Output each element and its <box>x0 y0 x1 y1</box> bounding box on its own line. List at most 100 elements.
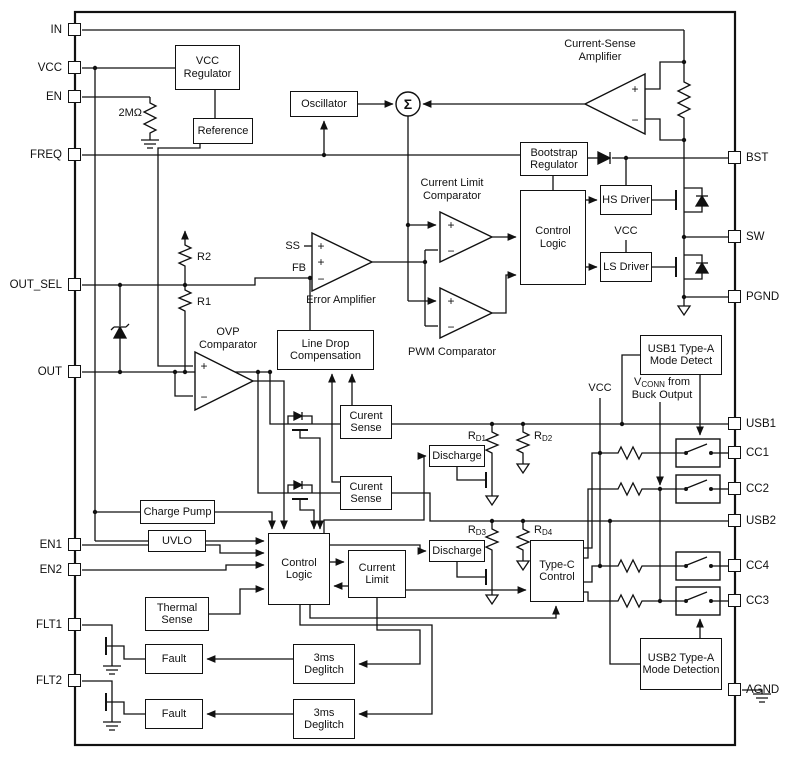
summing-node <box>395 91 421 117</box>
pin-square-vcc <box>68 61 81 74</box>
ls-body-diode <box>694 261 710 274</box>
pin-square-cc1 <box>728 446 741 459</box>
pin-label-cc2: CC2 <box>746 483 770 495</box>
block-usb1-mode-detect: USB1 Type-A Mode Detect <box>640 335 722 375</box>
pwm-minus: − <box>447 320 454 334</box>
block-discharge-1: Discharge <box>429 445 485 467</box>
mosfet-gate-bars <box>105 190 677 711</box>
pin-square-flt1 <box>68 618 81 631</box>
pin-square-pgnd <box>728 290 741 303</box>
pin-label-bst: BST <box>746 152 769 164</box>
block-usb2-mode-detect: USB2 Type-A Mode Detection <box>640 638 722 690</box>
junction-dots <box>92 59 687 604</box>
block-deglitch-1: 3ms Deglitch <box>293 644 355 684</box>
block-vcc-regulator: VCC Regulator <box>175 45 240 90</box>
wires <box>82 29 763 722</box>
resistor-r2 <box>177 243 193 273</box>
block-discharge-2: Discharge <box>429 540 485 562</box>
ea-minus: − <box>317 272 324 286</box>
label-vcc-driver: VCC <box>614 225 638 237</box>
cc3-switch <box>675 586 721 616</box>
csa-minus: − <box>631 113 638 127</box>
pin-square-sw <box>728 230 741 243</box>
amplifier-triangles <box>194 72 646 412</box>
ilim-plus: + <box>447 218 454 232</box>
pin-label-freq: FREQ <box>30 149 62 161</box>
ground-rd4 <box>515 560 531 572</box>
ea-plus-2: + <box>317 255 324 269</box>
block-bootstrap-regulator: Bootstrap Regulator <box>520 142 588 176</box>
resistor-rd3 <box>484 527 500 555</box>
label-rd1: RD1 <box>467 430 486 443</box>
block-control-logic-bottom: Control Logic <box>268 533 330 605</box>
label-pwm-comparator: PWM Comparator <box>407 346 497 358</box>
pin-label-cc4: CC4 <box>746 560 770 572</box>
ground-rd3 <box>484 594 500 606</box>
pin-label-cc3: CC3 <box>746 595 770 607</box>
zener-diode <box>110 323 130 339</box>
pin-label-agnd: AGND <box>746 684 780 696</box>
pin-square-out-sel <box>68 278 81 291</box>
label-rd4: RD4 <box>534 524 553 537</box>
cc2-resistor <box>615 481 650 497</box>
pin-square-usb1 <box>728 417 741 430</box>
cc1-resistor <box>615 445 650 461</box>
pmos1-body-diode <box>293 410 304 422</box>
block-type-c-control: Type-C Control <box>530 540 584 602</box>
pwm-comparator-triangle <box>439 286 494 340</box>
ground-rd2 <box>515 463 531 475</box>
pin-square-bst <box>728 151 741 164</box>
block-control-logic-top: Control Logic <box>520 190 586 285</box>
diodes <box>110 150 710 491</box>
resistor-r1 <box>177 288 193 318</box>
pin-square-cc3 <box>728 594 741 607</box>
label-rd3: RD3 <box>467 524 486 537</box>
cc2-switch <box>675 474 721 504</box>
resistor-rd1 <box>484 430 500 458</box>
error-amplifier-triangle <box>311 231 374 293</box>
pin-square-in <box>68 23 81 36</box>
cc1-switch <box>675 438 721 468</box>
pin-label-vcc: VCC <box>37 62 62 74</box>
pin-label-flt2: FLT2 <box>36 675 62 687</box>
current-limit-comparator-triangle <box>439 210 494 264</box>
pin-square-cc2 <box>728 482 741 495</box>
pin-square-en2 <box>68 563 81 576</box>
hs-body-diode <box>694 194 710 207</box>
resistor-rd2 <box>515 430 531 458</box>
label-r2: R2 <box>197 251 212 263</box>
ovp-comparator-triangle <box>194 350 255 412</box>
ovp-minus: − <box>200 390 207 404</box>
ground-rd1 <box>484 495 500 507</box>
block-uvlo: UVLO <box>148 530 206 552</box>
ground-flt1 <box>103 665 121 675</box>
resistor-2m <box>142 100 158 140</box>
pin-label-cc1: CC1 <box>746 447 770 459</box>
block-current-sense-2: Curent Sense <box>340 476 392 510</box>
block-charge-pump: Charge Pump <box>140 500 215 524</box>
pin-label-in: IN <box>50 24 63 36</box>
csa-plus: + <box>631 82 638 96</box>
block-ls-driver: LS Driver <box>600 252 652 282</box>
pin-label-out: OUT <box>37 366 62 378</box>
pwm-plus: + <box>447 294 454 308</box>
label-fb: FB <box>291 262 306 274</box>
cc4-switch <box>675 551 721 581</box>
ground-flt2 <box>103 721 121 731</box>
pin-square-cc4 <box>728 559 741 572</box>
label-ss: SS <box>285 240 300 252</box>
pin-square-usb2 <box>728 514 741 527</box>
ground-pgnd <box>676 305 692 317</box>
pin-square-agnd <box>728 683 741 696</box>
current-sense-amplifier-triangle <box>583 72 646 136</box>
label-error-amplifier: Error Amplifier <box>306 294 376 306</box>
pin-square-en <box>68 90 81 103</box>
block-current-sense-1: Curent Sense <box>340 405 392 439</box>
pin-label-out-sel: OUT_SEL <box>9 279 62 291</box>
pin-label-en1: EN1 <box>39 539 62 551</box>
